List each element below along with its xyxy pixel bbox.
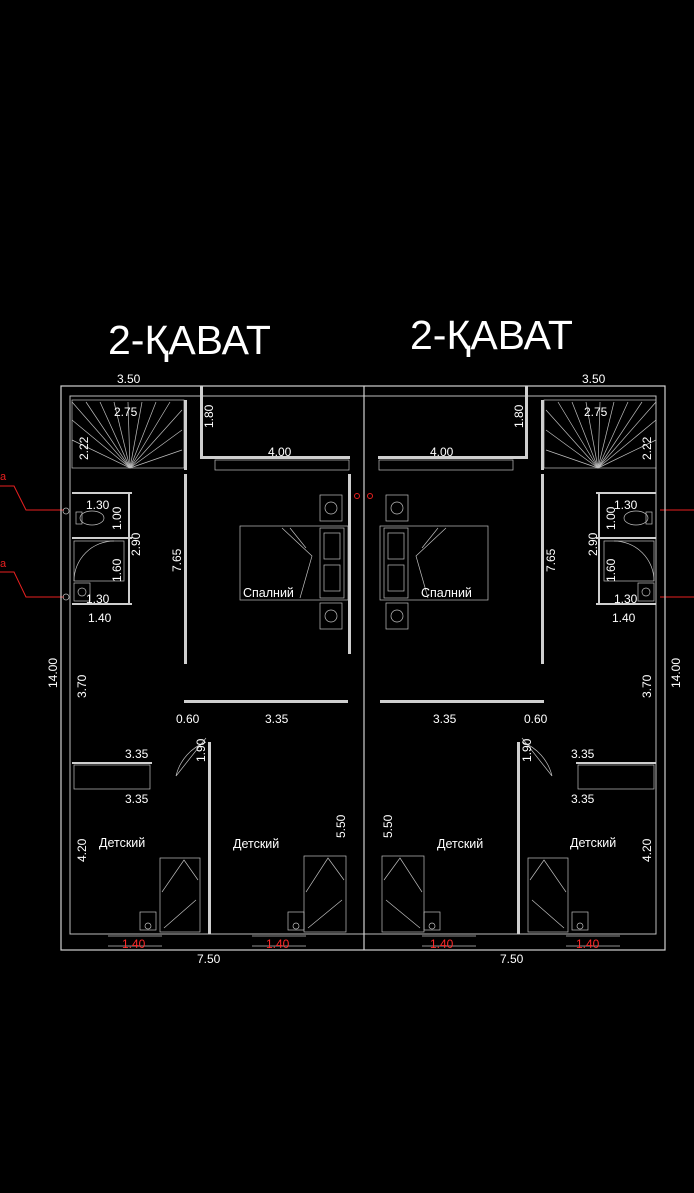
kids-bed-left-2: [303, 855, 347, 933]
dim-top-width-r: 3.50: [582, 372, 606, 386]
toilet-icon: [79, 510, 105, 526]
dim-stair-width-r: 2.75: [584, 405, 608, 419]
title-right: 2-ҚАВАТ: [410, 312, 573, 358]
dim-wc-width-r: 1.30: [614, 498, 638, 512]
dim-kids-depth-left: 4.20: [75, 838, 89, 862]
dim-wet-width: 1.40: [88, 611, 112, 625]
dim-wet-width-r: 1.40: [612, 611, 636, 625]
dim-wc-depth: 1.00: [110, 506, 124, 530]
nightstand-icon: [319, 494, 343, 522]
dim-hall-width-r: 4.00: [430, 445, 454, 459]
window-left-1: 1.40: [122, 937, 146, 951]
double-bed-left: [239, 525, 349, 601]
dim-kids-depth-left-r: 4.20: [640, 838, 654, 862]
riser-mark-bottom: a: [0, 558, 7, 570]
left-unit: [62, 386, 351, 947]
room-kids-right-2: Детский: [570, 836, 616, 850]
dim-wet-total-r: 2.90: [586, 532, 600, 556]
window-left-2: 1.40: [266, 937, 290, 951]
dim-stair-gap: 1.80: [202, 404, 216, 428]
dim-wardrobe-bottom: 3.35: [125, 792, 149, 806]
dim-wardrobe-bottom-r: 3.35: [571, 792, 595, 806]
stair-winder-left: [71, 401, 183, 469]
sink-icon: [73, 582, 91, 602]
dim-hall-width: 4.00: [268, 445, 292, 459]
dim-kids-depth-right-r: 5.50: [381, 814, 395, 838]
dim-bath-depth: 1.60: [110, 558, 124, 582]
dim-bottom-width-left: 7.50: [197, 952, 221, 966]
dim-stair-depth: 2.22: [77, 436, 91, 460]
left-dimensions: 3.50 2.75 2.22 1.80 4.00 1.30 1.00 2.90 …: [46, 372, 348, 966]
room-bedroom-right: Спалний: [421, 586, 472, 600]
nightstand-icon: [319, 602, 343, 630]
dim-door-height: 1.90: [194, 738, 208, 762]
window-right-2: 1.40: [576, 937, 600, 951]
dim-wardrobe-top: 3.35: [125, 747, 149, 761]
dim-bath-width: 1.30: [86, 592, 110, 606]
dim-hall-depth: 3.70: [75, 674, 89, 698]
shower-tray-icon: [73, 540, 125, 582]
dim-bottom-width-right: 7.50: [500, 952, 524, 966]
dim-wardrobe-top-r: 3.35: [571, 747, 595, 761]
dim-wc-depth-r: 1.00: [604, 506, 618, 530]
right-unit: [378, 386, 657, 947]
dim-total-depth-r: 14.00: [669, 658, 683, 688]
dim-bedroom-depth: 7.65: [170, 548, 184, 572]
room-kids-left-1: Детский: [99, 836, 145, 850]
kids-bed-left-1: [159, 857, 201, 933]
dim-door-height-r: 1.90: [520, 738, 534, 762]
outer-walls: [60, 385, 666, 951]
wardrobe-left: [73, 764, 151, 790]
dim-stair-gap-r: 1.80: [512, 404, 526, 428]
dim-door-width: 0.60: [176, 712, 200, 726]
title-left: 2-ҚАВАТ: [108, 317, 271, 363]
dim-hall-depth-r: 3.70: [640, 674, 654, 698]
dim-bedroom-depth-r: 7.65: [544, 548, 558, 572]
room-kids-left-2: Детский: [233, 837, 279, 851]
dim-door-width-r: 0.60: [524, 712, 548, 726]
dim-stair-depth-r: 2.22: [640, 436, 654, 460]
riser-marks-left: a a: [0, 471, 64, 598]
dim-corridor-r: 3.35: [433, 712, 457, 726]
dim-kids-depth-right: 5.50: [334, 814, 348, 838]
right-dimensions: 3.50 2.75 2.22 1.80 4.00 1.30 1.00 2.90 …: [381, 372, 683, 966]
dim-top-width: 3.50: [117, 372, 141, 386]
dim-bath-width-r: 1.30: [614, 592, 638, 606]
dim-bath-depth-r: 1.60: [604, 558, 618, 582]
door-swing-left: [175, 737, 207, 777]
dim-wc-width: 1.30: [86, 498, 110, 512]
dim-corridor: 3.35: [265, 712, 289, 726]
riser-mark-top: a: [0, 471, 7, 483]
room-kids-right-1: Детский: [437, 837, 483, 851]
room-bedroom-left: Спалний: [243, 586, 294, 600]
window-right-1: 1.40: [430, 937, 454, 951]
dim-total-depth: 14.00: [46, 658, 60, 688]
riser-marks-right: [660, 509, 694, 598]
dim-wet-total: 2.90: [129, 532, 143, 556]
dim-stair-width: 2.75: [114, 405, 138, 419]
